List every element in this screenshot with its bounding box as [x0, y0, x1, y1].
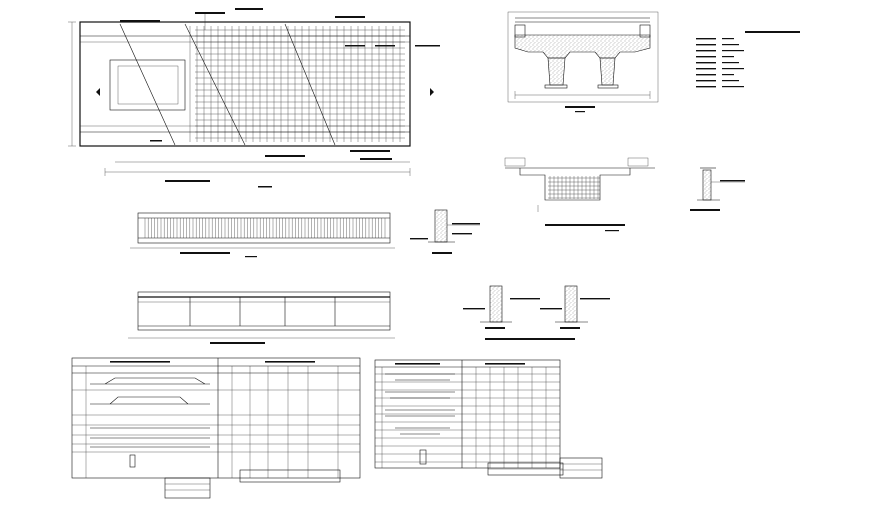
label-bar [415, 45, 440, 47]
label-bar [510, 298, 540, 300]
legend-swatch [696, 56, 716, 58]
bar-schedule-table-2 [374, 359, 603, 479]
label-bar [720, 180, 745, 182]
label-bar [335, 16, 365, 18]
reinforcement-mesh [189, 26, 405, 142]
view-title-bar [432, 252, 452, 254]
scale-bar [245, 256, 257, 258]
scale-bar [605, 230, 619, 232]
longitudinal-section-bottom [128, 285, 610, 344]
view-title-bar [565, 106, 595, 108]
label-bar [452, 223, 480, 225]
legend-swatch [696, 80, 716, 82]
legend-swatch [696, 74, 716, 76]
legend-swatch [696, 44, 716, 46]
view-title-bar [180, 252, 230, 254]
legend-text-bar [722, 62, 739, 64]
label-bar [540, 308, 562, 310]
label-bar [375, 45, 395, 47]
pier-cap-mesh [548, 176, 600, 199]
bar-schedule-table-1 [71, 357, 361, 499]
label-bar [150, 140, 162, 142]
legend-text-bar [722, 74, 734, 76]
legend-text-bar [722, 56, 734, 58]
support-detail [690, 167, 745, 211]
view-title-bar [690, 209, 720, 211]
label-bar [235, 8, 263, 10]
view-title-bar [165, 180, 210, 182]
legend-title-bar [745, 31, 800, 33]
plan-reinforcement-view [68, 8, 440, 188]
table-header-bar [395, 363, 440, 365]
scale-bar [575, 111, 585, 113]
table-header-bar [265, 361, 315, 363]
label-bar [265, 155, 305, 157]
view-title-bar [210, 342, 265, 344]
legend-swatch [696, 62, 716, 64]
legend-text-bar [722, 68, 744, 70]
label-bar [360, 158, 392, 160]
view-title-bar [485, 338, 575, 340]
label-bar [452, 233, 472, 235]
legend-text-bar [722, 86, 744, 88]
label-bar [580, 298, 610, 300]
label-bar [195, 12, 225, 14]
cross-section-view [507, 11, 659, 113]
legend-swatch [696, 68, 716, 70]
right-direction-arrow [430, 88, 434, 96]
legend-notes [696, 31, 800, 88]
table-header-bar [110, 361, 170, 363]
label-bar [345, 45, 365, 47]
label-bar [463, 308, 485, 310]
scale-bar [258, 186, 272, 188]
table-header-bar [485, 363, 525, 365]
label-bar [410, 238, 428, 240]
label-bar [350, 150, 390, 152]
pier-cap-section [504, 157, 655, 232]
label-bar [120, 20, 160, 22]
view-title-bar [560, 327, 580, 329]
legend-text-bar [722, 50, 744, 52]
legend-text-bar [722, 38, 734, 40]
view-title-bar [485, 327, 505, 329]
view-title-bar [545, 224, 625, 226]
legend-text-bar [722, 44, 739, 46]
stirrup-ticks [144, 218, 386, 238]
longitudinal-section-top [130, 209, 480, 258]
legend-swatch [696, 86, 716, 88]
left-direction-arrow [96, 88, 100, 96]
legend-swatch [696, 50, 716, 52]
legend-swatch [696, 38, 716, 40]
legend-text-bar [722, 80, 739, 82]
